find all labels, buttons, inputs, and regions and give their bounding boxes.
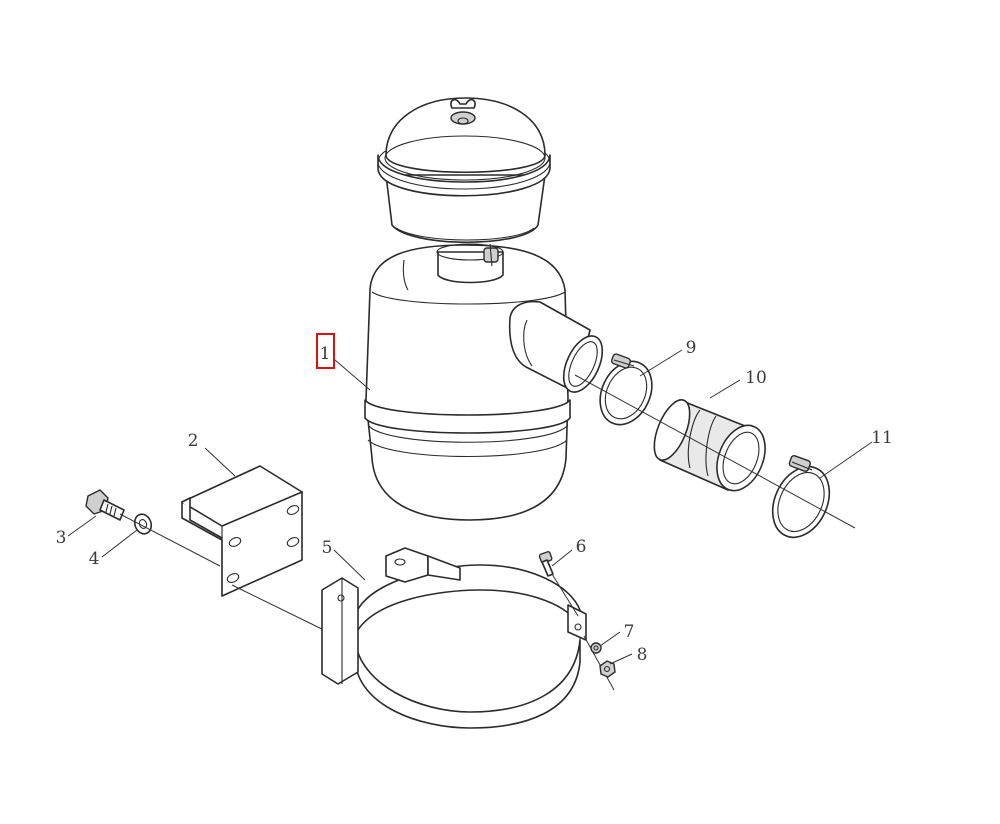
washer	[133, 513, 153, 535]
assembly-axis-line	[574, 374, 856, 529]
leader-part-6	[551, 549, 573, 567]
leader-part-9	[639, 349, 683, 377]
label-part-3: 3	[56, 528, 67, 548]
rubber-hose	[653, 399, 766, 492]
leader-part-11	[819, 441, 873, 479]
small-bolt-axis-line	[551, 573, 579, 617]
label-part-2: 2	[188, 431, 199, 451]
bolt-large	[85, 489, 125, 521]
highlight-box	[316, 333, 335, 369]
nut-axis-line	[583, 635, 615, 691]
hose-clamp-lower	[771, 455, 831, 539]
filter-housing-body	[365, 244, 569, 521]
label-leaders	[67, 349, 873, 665]
bracket-axis-line	[231, 584, 329, 633]
leader-part-8	[609, 653, 633, 665]
bolt-axis-line	[119, 513, 221, 567]
leader-part-7	[599, 631, 621, 647]
leader-part-5	[333, 549, 366, 581]
label-part-6: 6	[576, 537, 587, 557]
label-part-4: 4	[89, 549, 100, 569]
spring-washer	[590, 642, 602, 654]
air-filter-assembly	[364, 97, 604, 521]
label-part-5: 5	[322, 538, 333, 558]
leader-part-4	[101, 529, 138, 558]
mounting-bracket	[181, 465, 303, 597]
label-part-9: 9	[686, 338, 697, 358]
leader-part-2	[204, 447, 236, 477]
label-part-11: 11	[871, 428, 893, 448]
label-part-7: 7	[624, 622, 635, 642]
mounting-strap	[321, 547, 587, 729]
leader-part-1	[334, 359, 371, 391]
leader-part-10	[709, 379, 741, 399]
label-part-10: 10	[745, 368, 767, 388]
label-part-8: 8	[637, 645, 648, 665]
label-part-1: 1	[320, 344, 331, 364]
leader-part-3	[67, 515, 97, 537]
callout-labels: 1 2 3 4 5 6 7 8 9 10 11	[56, 333, 893, 665]
bolt-small	[538, 551, 554, 577]
hose-clamp-upper	[599, 353, 653, 426]
hex-nut	[599, 660, 616, 678]
